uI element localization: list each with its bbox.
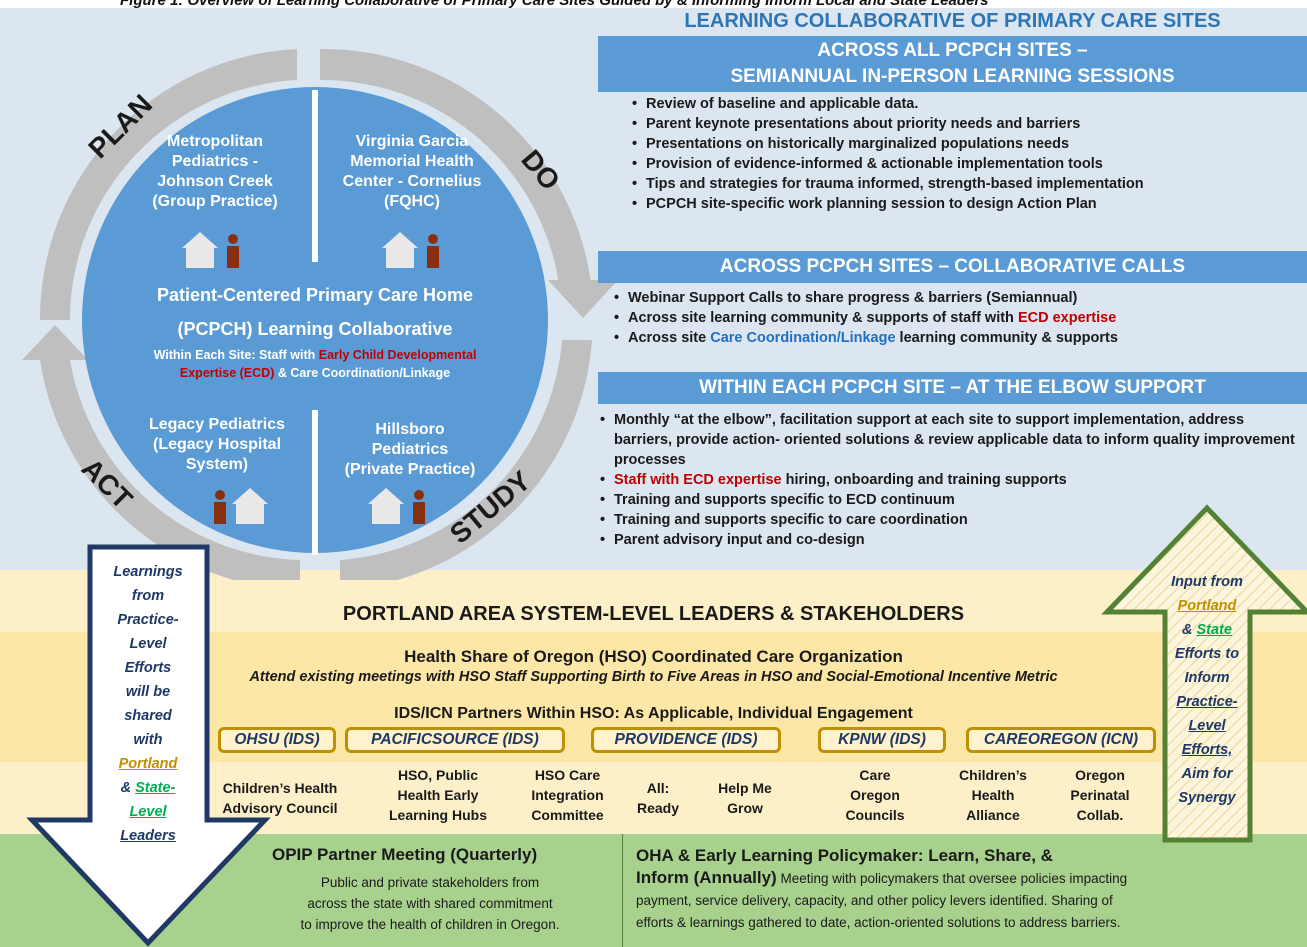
learning-collaborative-title: LEARNING COLLABORATIVE OF PRIMARY CARE S… bbox=[684, 10, 1221, 32]
list-item: PCPCH site-specific work planning sessio… bbox=[630, 194, 1290, 214]
hso-subtitle: Attend existing meetings with HSO Staff … bbox=[249, 669, 1058, 685]
list-item: Staff with ECD expertise hiring, onboard… bbox=[598, 470, 1303, 490]
section-header-semiannual: ACROSS ALL PCPCH SITES –SEMIANNUAL IN-PE… bbox=[598, 36, 1307, 92]
list-item: Provision of evidence-informed & actiona… bbox=[630, 154, 1290, 174]
oha-policymaker-block: OHA & Early Learning Policymaker: Learn,… bbox=[636, 846, 1128, 930]
collaborative-center-title: Patient-Centered Primary Care Home(PCPCH… bbox=[156, 285, 474, 339]
list-item: Parent advisory input and co-design bbox=[598, 530, 1153, 550]
arrowhead-do bbox=[548, 280, 618, 318]
list-item: Parent keynote presentations about prior… bbox=[630, 114, 1290, 134]
section-header-collaborative-calls: ACROSS PCPCH SITES – COLLABORATIVE CALLS bbox=[598, 251, 1307, 283]
up-arrow-input bbox=[1101, 504, 1307, 843]
elbow-support-list: Monthly “at the elbow”, facilitation sup… bbox=[598, 410, 1303, 550]
partner-pacificsource: PACIFICSOURCE (IDS) bbox=[345, 727, 565, 753]
partner-kpnw: KPNW (IDS) bbox=[818, 727, 946, 753]
system-band-light bbox=[0, 570, 1307, 632]
list-item: Across site Care Coordination/Linkage le… bbox=[612, 328, 1302, 348]
list-item: Monthly “at the elbow”, facilitation sup… bbox=[598, 410, 1303, 470]
house-person-icon-q1 bbox=[182, 232, 239, 268]
arrowhead-act bbox=[22, 325, 88, 360]
system-leaders-title: PORTLAND AREA SYSTEM-LEVEL LEADERS & STA… bbox=[342, 603, 965, 625]
partner-ohsu: OHSU (IDS) bbox=[218, 727, 336, 753]
stakeholder-all-ready: All:Ready bbox=[636, 780, 680, 816]
down-arrow-learnings bbox=[26, 544, 271, 947]
ring-segment-do bbox=[320, 48, 592, 292]
house-person-icon-q2 bbox=[382, 232, 439, 268]
collaborative-calls-list: Webinar Support Calls to share progress … bbox=[612, 288, 1302, 348]
person-house-icon-q3 bbox=[214, 488, 268, 524]
figure-title: Figure 1: Overview of Learning Collabora… bbox=[120, 0, 989, 9]
collaborative-circle bbox=[82, 87, 548, 553]
list-item: Tips and strategies for trauma informed,… bbox=[630, 174, 1290, 194]
bottom-divider bbox=[622, 834, 623, 947]
semiannual-session-list: Review of baseline and applicable data.P… bbox=[630, 94, 1290, 214]
partner-providence: PROVIDENCE (IDS) bbox=[591, 727, 781, 753]
list-item: Presentations on historically marginaliz… bbox=[630, 134, 1290, 154]
pdsa-cycle-graphic: PLAN DO ACT STUDY bbox=[22, 48, 618, 580]
ring-segment-act bbox=[40, 360, 300, 580]
list-item: Across site learning community & support… bbox=[612, 308, 1302, 328]
hso-title: Health Share of Oregon (HSO) Coordinated… bbox=[404, 647, 903, 666]
list-item: Webinar Support Calls to share progress … bbox=[612, 288, 1302, 308]
section-header-elbow-support: WITHIN EACH PCPCH SITE – AT THE ELBOW SU… bbox=[598, 372, 1307, 404]
ids-partners-title: IDS/ICN Partners Within HSO: As Applicab… bbox=[394, 705, 913, 722]
ring-segment-study bbox=[340, 340, 592, 580]
ring-segment-plan bbox=[39, 49, 297, 320]
house-person-icon-q4 bbox=[368, 488, 425, 524]
list-item: Training and supports specific to care c… bbox=[598, 510, 1153, 530]
list-item: Review of baseline and applicable data. bbox=[630, 94, 1290, 114]
list-item: Training and supports specific to ECD co… bbox=[598, 490, 1153, 510]
opip-meeting-title: OPIP Partner Meeting (Quarterly) bbox=[272, 845, 538, 864]
partner-careoregon: CAREOREGON (ICN) bbox=[966, 727, 1156, 753]
collaborative-center-subtitle: Within Each Site: Staff with Early Child… bbox=[153, 348, 477, 380]
